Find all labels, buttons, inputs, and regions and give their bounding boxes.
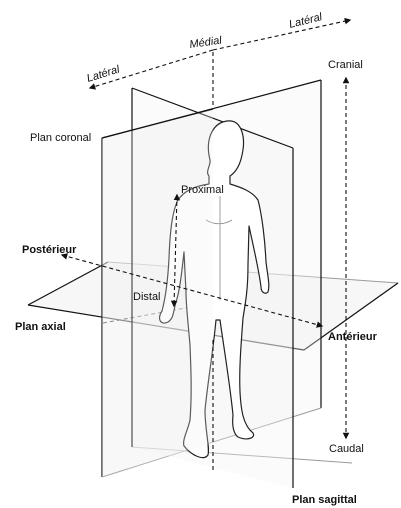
label-caudal: Caudal: [329, 443, 364, 455]
label-distal: Distal: [133, 291, 161, 303]
label-plan-coronal: Plan coronal: [30, 132, 91, 144]
label-cranial: Cranial: [328, 59, 363, 71]
label-posterieur: Postérieur: [22, 244, 77, 256]
medial-lateral-right-arrow: [213, 20, 350, 50]
label-lateral-right: Latéral: [288, 11, 324, 31]
label-lateral-left: Latéral: [85, 63, 121, 84]
label-plan-axial: Plan axial: [15, 321, 66, 333]
label-medial: Médial: [189, 35, 223, 51]
label-proximal: Proximal: [181, 184, 224, 196]
label-anterieur: Antérieur: [328, 331, 378, 343]
label-plan-sagittal: Plan sagittal: [292, 494, 357, 506]
